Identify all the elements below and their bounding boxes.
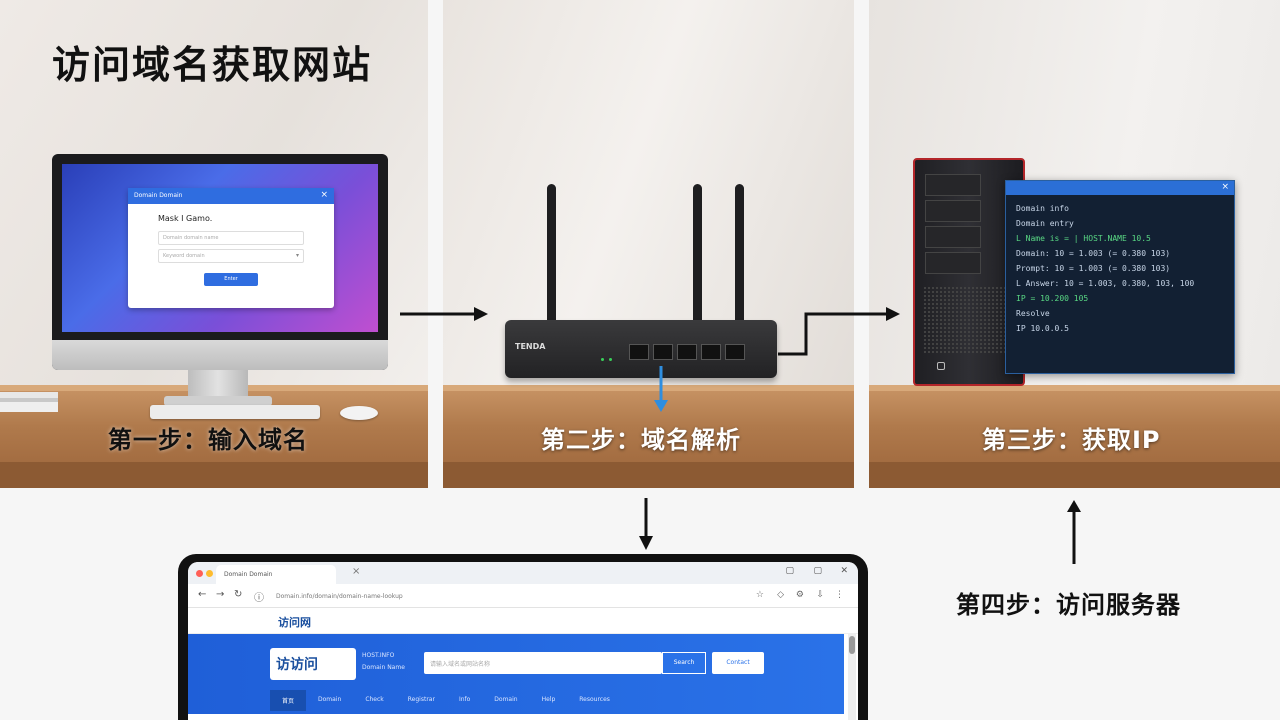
search-button[interactable]: Search [662, 652, 706, 674]
step4-label: 第四步：访问服务器 [956, 591, 1181, 619]
nav-item[interactable]: Registrar [407, 696, 435, 703]
dialog-heading: Mask I Gamo. [158, 214, 213, 223]
step1-label: 第一步：输入域名 [108, 426, 308, 454]
close-icon[interactable]: × [352, 566, 361, 577]
nav-item[interactable]: Help [541, 696, 556, 703]
nav-item[interactable]: 首页 [270, 690, 307, 711]
mouse [340, 406, 378, 420]
site-logo[interactable]: 访访问 [270, 648, 356, 680]
nav-item[interactable]: Check [365, 696, 384, 703]
browser-window: Domain Domain × ▢ ▢ ✕ ← → ↻ ⓘ Domain.inf… [188, 562, 858, 720]
site-header: 访问网 [188, 608, 858, 634]
back-icon[interactable]: ← [198, 589, 207, 600]
step1-panel: Domain Domain × Mask I Gamo. Domain domai… [0, 0, 428, 488]
console-line: L Answer: 10 = 1.003, 0.380, 103, 100 [1016, 279, 1195, 288]
gear-icon[interactable]: ⚙ [795, 590, 804, 600]
antenna [547, 184, 556, 324]
close-icon[interactable]: × [320, 190, 328, 200]
search-input[interactable]: 请输入域名或网站名称 [424, 652, 662, 674]
address-bar: ← → ↻ ⓘ Domain.info/domain/domain-name-l… [188, 584, 858, 608]
tab-bar: Domain Domain × ▢ ▢ ✕ [188, 562, 858, 584]
domain-input-dialog: Domain Domain × Mask I Gamo. Domain domai… [128, 188, 334, 308]
console-line: L Name is = | HOST.NAME 10.5 [1016, 234, 1151, 243]
menu-icon[interactable]: ⋮ [835, 590, 844, 600]
contact-button[interactable]: Contact [712, 652, 764, 674]
forward-icon[interactable]: → [216, 589, 225, 600]
server-console: × Domain info Domain entry L Name is = |… [1005, 180, 1235, 374]
desktop-monitor: Domain Domain × Mask I Gamo. Domain domai… [52, 154, 388, 370]
router-logo: TENDA [515, 342, 546, 351]
domain-field[interactable]: Domain domain name [158, 231, 304, 245]
router: TENDA [505, 320, 777, 378]
page-title: 访问域名获取网站 [52, 43, 373, 87]
books [0, 392, 58, 412]
site-brand[interactable]: 访问网 [278, 616, 311, 629]
console-line: IP 10.0.0.5 [1016, 324, 1069, 333]
minimize-icon[interactable]: ▢ [785, 566, 794, 576]
nav-item[interactable]: Domain [494, 696, 518, 703]
console-line: Domain info [1016, 204, 1069, 213]
download-icon[interactable]: ⇩ [816, 590, 824, 600]
laptop: Domain Domain × ▢ ▢ ✕ ← → ↻ ⓘ Domain.inf… [178, 554, 868, 720]
step3-panel: × Domain info Domain entry L Name is = |… [869, 0, 1280, 488]
enter-button[interactable]: Enter [204, 273, 258, 286]
antenna [735, 184, 744, 324]
console-line: Prompt: 10 = 1.003 (= 0.380 103) [1016, 264, 1171, 273]
extension-icon[interactable]: ◇ [777, 590, 784, 600]
console-line: Domain entry [1016, 219, 1074, 228]
console-line: IP = 10.200 105 [1016, 294, 1089, 303]
star-icon[interactable]: ☆ [755, 590, 764, 600]
arrow-right-icon [400, 307, 488, 321]
router-ports [629, 344, 745, 360]
step2-panel: TENDA 第二步：域名解析 [443, 0, 854, 488]
keyboard [150, 405, 320, 419]
monitor-screen: Domain Domain × Mask I Gamo. Domain domai… [62, 164, 378, 332]
monitor-stand [188, 370, 248, 398]
nav-item[interactable]: Info [458, 696, 471, 703]
console-line: Resolve [1016, 309, 1050, 318]
hero-subtitle: Domain Name [362, 664, 405, 671]
arrow-down-icon [639, 498, 653, 550]
antenna [693, 184, 702, 324]
reload-icon[interactable]: ↻ [234, 589, 243, 600]
monitor-base [164, 396, 272, 406]
step2-label: 第二步：域名解析 [541, 426, 741, 454]
power-icon [937, 362, 945, 370]
browser-tab[interactable]: Domain Domain [216, 565, 336, 584]
site-nav: 首页 Domain Check Registrar Info Domain He… [270, 690, 622, 711]
info-icon[interactable]: ⓘ [254, 593, 264, 604]
chevron-down-icon: ▾ [295, 252, 299, 259]
close-icon[interactable]: × [1221, 182, 1229, 192]
nav-item[interactable]: Domain [318, 696, 342, 703]
scrollbar[interactable] [848, 634, 856, 720]
arrow-right-icon [778, 307, 900, 356]
hero-subtitle: HOST.INFO [362, 652, 395, 659]
keyword-select[interactable]: Keyword domain▾ [158, 249, 304, 263]
maximize-icon[interactable]: ▢ [813, 566, 822, 576]
arrow-up-icon [1067, 500, 1081, 564]
site-hero: 访访问 HOST.INFO Domain Name 请输入域名或网站名称 Sea… [188, 634, 844, 714]
url-field[interactable]: Domain.info/domain/domain-name-lookup [276, 593, 403, 600]
resolve-arrow [654, 366, 668, 412]
step3-label: 第三步：获取IP [982, 426, 1161, 454]
dialog-title: Domain Domain [134, 192, 183, 199]
console-line: Domain: 10 = 1.003 (= 0.380 103) [1016, 249, 1171, 258]
close-icon[interactable]: ✕ [840, 566, 848, 576]
nav-item[interactable]: Resources [579, 696, 610, 703]
